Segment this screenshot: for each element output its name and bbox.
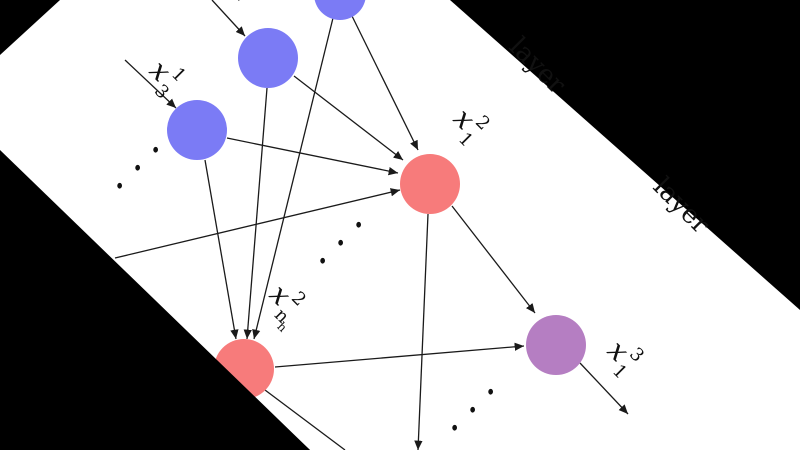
- rotation-corner-bottom-left: [0, 150, 310, 450]
- edge-input-arrow-x3: [124, 59, 177, 109]
- edge-h1-out: [451, 205, 536, 314]
- edge-n3-h1: [351, 15, 419, 151]
- edge-left-h1: [114, 188, 401, 259]
- edges: [114, 0, 629, 450]
- output-node-x1-3: [526, 315, 586, 375]
- edge-h1-down: [414, 213, 429, 450]
- input-node-x2: [238, 28, 298, 88]
- edge-out-arrow: [579, 362, 629, 415]
- edge-n2-hn: [243, 87, 268, 340]
- edge-n3-hn: [252, 17, 334, 340]
- edge-hn-down: [264, 389, 346, 450]
- input-node-top: [314, 0, 366, 20]
- edge-n2-h1: [293, 75, 404, 161]
- rotation-corner-top-right: [450, 0, 800, 310]
- edge-hn-out: [274, 342, 525, 368]
- edge-n1-h1: [226, 137, 399, 176]
- rotation-corner-top-left: [0, 0, 60, 55]
- edge-n1-hn: [204, 159, 239, 340]
- hidden-node-x1-2: [400, 154, 460, 214]
- edge-input-arrow-top: [211, 0, 246, 37]
- input-node-x3: [167, 100, 227, 160]
